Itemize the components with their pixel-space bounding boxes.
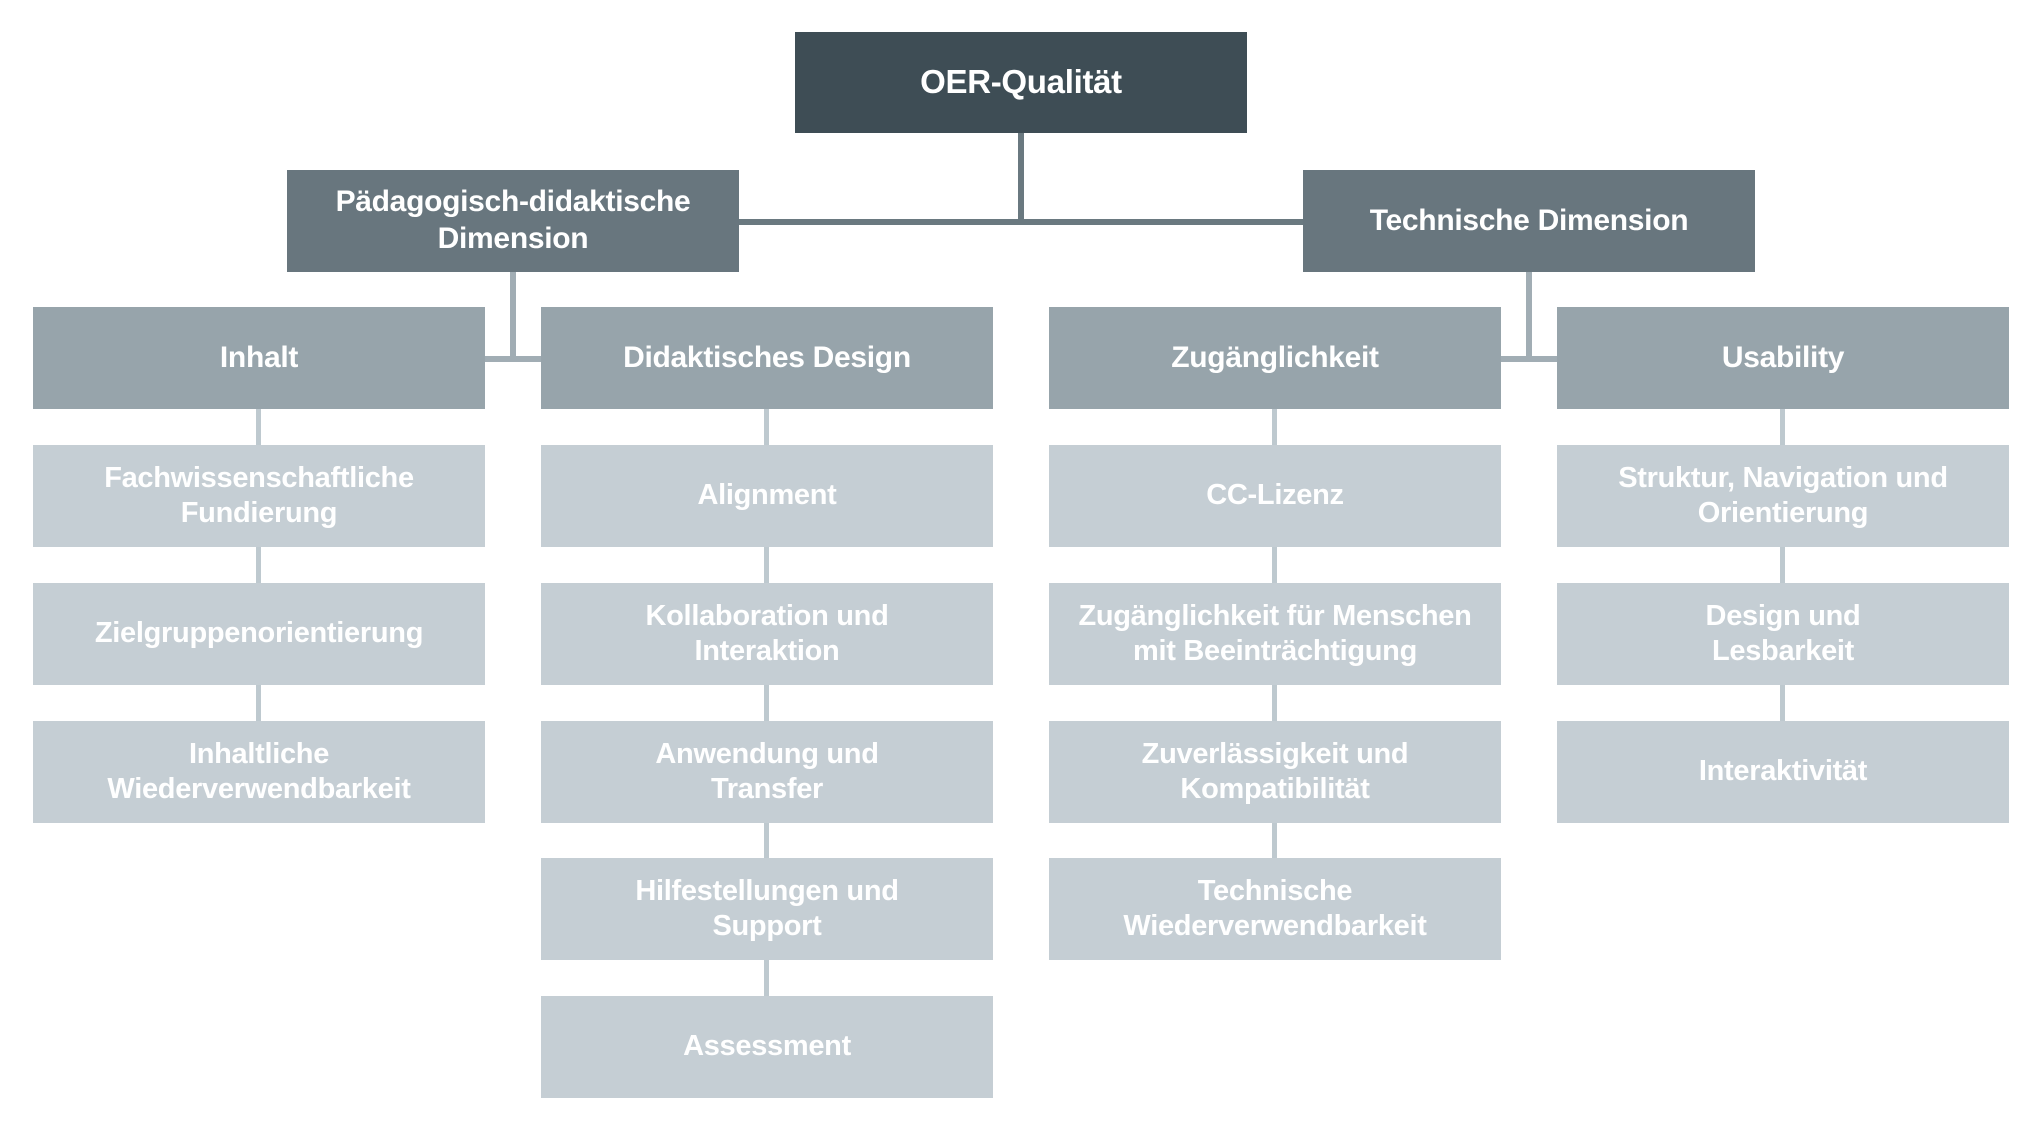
connector-col1-link3 <box>256 685 261 721</box>
connector-col4-link2 <box>1780 547 1785 583</box>
connector-col2-link4 <box>764 823 769 858</box>
connector-col4-link1 <box>1780 409 1785 445</box>
node-item-anwendung-transfer: Anwendung und Transfer <box>541 721 993 823</box>
connector-dimension2-horizontal <box>1501 356 1557 362</box>
connector-col2-link3 <box>764 685 769 721</box>
connector-col1-link1 <box>256 409 261 445</box>
connector-col1-link2 <box>256 547 261 583</box>
node-dimension-paedagogisch: Pädagogisch-didaktische Dimension <box>287 170 739 272</box>
node-category-usability: Usability <box>1557 307 2009 409</box>
connector-root-horizontal <box>739 219 1303 225</box>
connector-col4-link3 <box>1780 685 1785 721</box>
connector-dimension2-vertical <box>1526 272 1532 362</box>
connector-col2-link2 <box>764 547 769 583</box>
node-item-interaktivitaet: Interaktivität <box>1557 721 2009 823</box>
node-item-assessment: Assessment <box>541 996 993 1098</box>
node-item-inhaltliche-wiederverwendbarkeit: Inhaltliche Wiederverwendbarkeit <box>33 721 485 823</box>
connector-col3-link1 <box>1272 409 1277 445</box>
node-root: OER-Qualität <box>795 32 1247 133</box>
connector-root-vertical <box>1018 133 1024 225</box>
node-item-kollaboration-interaktion: Kollaboration und Interaktion <box>541 583 993 685</box>
connector-dimension1-horizontal <box>485 356 541 362</box>
node-item-design-lesbarkeit: Design und Lesbarkeit <box>1557 583 2009 685</box>
node-item-zielgruppenorientierung: Zielgruppenorientierung <box>33 583 485 685</box>
connector-dimension1-vertical <box>510 272 516 362</box>
connector-col3-link3 <box>1272 685 1277 721</box>
node-category-zugaenglichkeit: Zugänglichkeit <box>1049 307 1501 409</box>
node-item-technische-wiederverwendbarkeit: Technische Wiederverwendbarkeit <box>1049 858 1501 960</box>
node-item-zugaenglichkeit-beeintraechtigung: Zugänglichkeit für Menschen mit Beeinträ… <box>1049 583 1501 685</box>
node-item-alignment: Alignment <box>541 445 993 547</box>
node-item-hilfestellungen-support: Hilfestellungen und Support <box>541 858 993 960</box>
connector-col3-link2 <box>1272 547 1277 583</box>
node-item-cc-lizenz: CC-Lizenz <box>1049 445 1501 547</box>
node-category-inhalt: Inhalt <box>33 307 485 409</box>
node-category-didaktisches-design: Didaktisches Design <box>541 307 993 409</box>
node-item-struktur-navigation-orientierung: Struktur, Navigation und Orientierung <box>1557 445 2009 547</box>
connector-col3-link4 <box>1272 823 1277 858</box>
node-item-fachwissenschaftliche-fundierung: Fachwissenschaftliche Fundierung <box>33 445 485 547</box>
connector-col2-link5 <box>764 960 769 996</box>
connector-col2-link1 <box>764 409 769 445</box>
node-dimension-technisch: Technische Dimension <box>1303 170 1755 272</box>
node-item-zuverlaessigkeit-kompatibilitaet: Zuverlässigkeit und Kompatibilität <box>1049 721 1501 823</box>
